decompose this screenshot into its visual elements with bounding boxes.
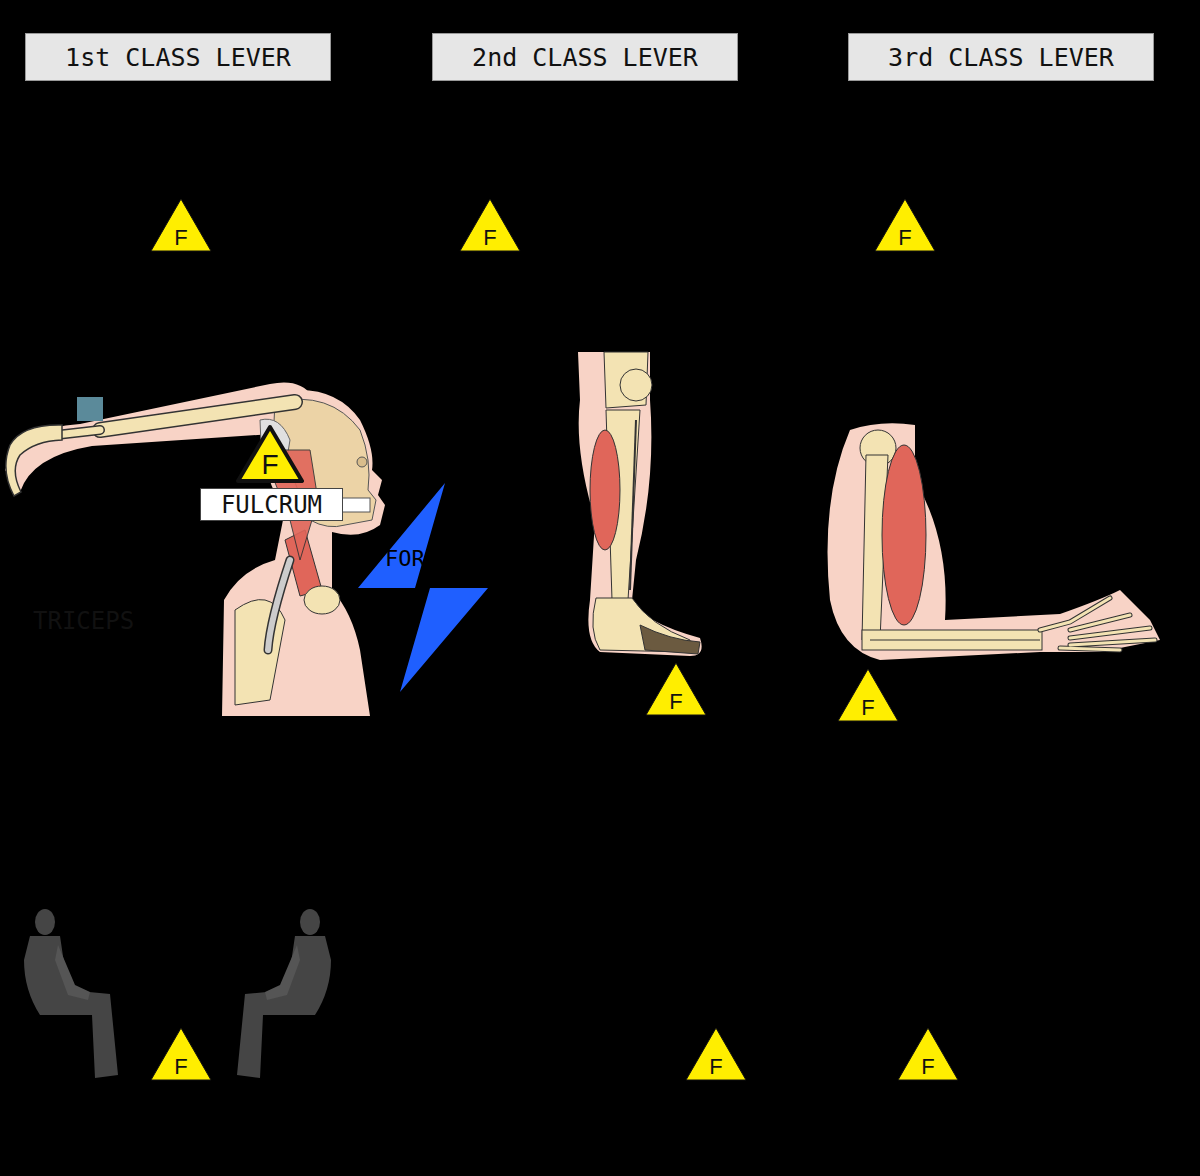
triangle-fill [151,199,211,251]
label-text: 3rd CLASS LEVER [888,43,1114,72]
triangle-fill [646,663,706,715]
fulcrum-triangle: F [685,1027,747,1081]
triangle-fill [686,1028,746,1080]
fulcrum-letter: F [897,1054,959,1080]
triangle-fill [898,1028,958,1080]
triangle-fill [151,1028,211,1080]
fulcrum-letter: F [459,225,521,251]
fulcrum-letter: F [685,1054,747,1080]
fulcrum-triangle: F [150,198,212,252]
fulcrum-triangle: F [150,1027,212,1081]
fulcrum-triangle: F [459,198,521,252]
fulcrum-triangle: F [897,1027,959,1081]
bolt-outline [355,480,491,695]
label-text: 2nd CLASS LEVER [472,43,698,72]
label-text: TRICEPS [33,607,134,635]
head-arm-figure [5,383,385,717]
fulcrum-letter: F [837,695,899,721]
leg-figure [578,352,702,656]
lever-class-title: 3rd CLASS LEVER [848,33,1154,81]
tag-hole [164,618,170,624]
label-text: FULCRUM [221,491,322,519]
triangle-fill [460,199,520,251]
fulcrum-letter: F [150,1054,212,1080]
bolt-fill [358,483,488,692]
tag-body [25,598,173,643]
fulcrum-triangle: F [837,668,899,722]
arm-figure [828,423,1161,660]
effort-bolt: V FOR [355,480,491,695]
label-text: 1st CLASS LEVER [65,43,291,72]
effort-label: V FOR [385,514,427,574]
triangle-fill [875,199,935,251]
fulcrum-triangle: F [645,662,707,716]
fulcrum-letter: F [645,689,707,715]
label-tag: TRICEPS [25,598,173,643]
fulcrum-letter: F [234,449,306,481]
fulcrum-letter: F [874,225,936,251]
label-plate: FULCRUM [200,488,343,521]
lever-class-title: 2nd CLASS LEVER [432,33,738,81]
lever-class-title: 1st CLASS LEVER [25,33,331,81]
triangle-fill [838,669,898,721]
fulcrum-triangle: F [234,423,306,485]
fulcrum-letter: F [150,225,212,251]
fulcrum-triangle: F [874,198,936,252]
